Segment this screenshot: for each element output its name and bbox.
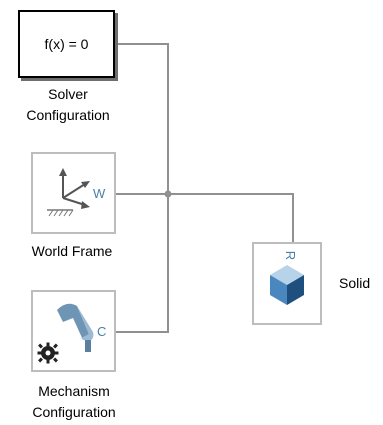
solid-block[interactable]: R xyxy=(252,242,322,325)
mechanism-configuration-block[interactable]: C xyxy=(31,290,116,372)
wire-mechanism-to-junction[interactable] xyxy=(116,194,169,333)
solver-configuration-block[interactable]: f(x) = 0 xyxy=(18,10,115,78)
wire-world-to-solid[interactable] xyxy=(116,193,294,242)
mechanism-label-line1: Mechanism xyxy=(38,383,110,399)
solid-label: Solid xyxy=(339,275,371,291)
solver-label-line2: Configuration xyxy=(26,107,110,123)
cube-icon xyxy=(270,265,304,305)
solver-expression: f(x) = 0 xyxy=(44,36,89,52)
world-frame-block[interactable]: W xyxy=(31,152,116,234)
solver-port-marker xyxy=(113,41,118,46)
world-frame-axes-icon xyxy=(47,168,90,217)
world-frame-label: World Frame xyxy=(31,243,113,259)
solver-label-line1: Solver xyxy=(48,86,88,102)
junction-dot xyxy=(164,190,172,198)
robot-arm-gear-icon xyxy=(37,303,94,364)
world-port-w: W xyxy=(93,186,106,201)
mechanism-label-line2: Configuration xyxy=(32,404,116,420)
mechanism-port-c: C xyxy=(97,324,107,339)
wire-solver-to-junction[interactable] xyxy=(117,43,169,194)
